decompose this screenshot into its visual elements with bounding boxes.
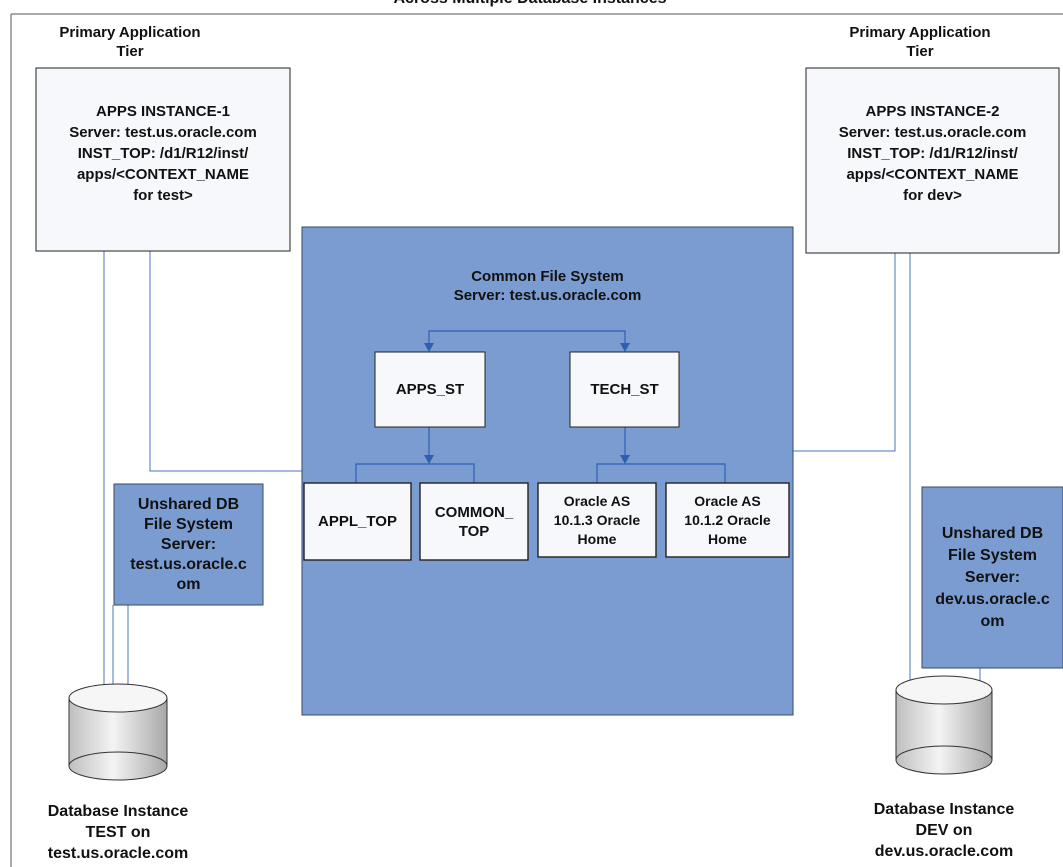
db-right-label: Database Instance DEV on dev.us.oracle.c… [873,800,1015,860]
connector-title-split [428,330,626,348]
oracle-as-1013-box [537,482,657,558]
diagram-title: Across Multiple Database Instances [250,0,810,8]
connector-right-instance-common [793,253,896,452]
apps-st-box [374,351,486,428]
apps-instance-1-text: APPS INSTANCE-1 Server: test.us.oracle.c… [69,102,257,204]
oracle-as-1012-box [665,482,790,558]
apps-instance-1-box [35,67,291,252]
tech-st-label: TECH_ST [590,381,659,398]
common-file-system-container [301,226,794,716]
connector-apps-split [355,463,475,483]
apps-st-label: APPS_ST [395,381,465,398]
right-tier-label: Primary Application Tier [849,24,991,60]
unshared-left-box [113,483,264,606]
arrowhead-tech-st [620,343,630,352]
apps-instance-2-text: APPS INSTANCE-2 Server: test.us.oracle.c… [838,102,1027,204]
connector-left-instance-common [149,251,302,472]
apps-instance-2-box [805,67,1060,254]
common-file-system-title: Common File System Server: test.us.oracl… [453,268,642,304]
arrowhead-apps-st-down [424,455,434,464]
unshared-right-label: Unshared DB File System Server: dev.us.o… [935,524,1050,630]
appl-top-label: APPL_TOP [318,513,397,530]
oracle-as-1013-label: Oracle AS 10.1.3 Oracle Home [553,492,641,547]
oracle-as-1012-label: Oracle AS 10.1.2 Oracle Home [684,492,771,547]
tech-st-box [569,351,680,428]
common-top-label: COMMON_ TOP [434,503,514,540]
appl-top-box [303,482,412,561]
arrowhead-tech-st-down [620,455,630,464]
common-top-box [419,482,529,561]
left-tier-label: Primary Application Tier [59,24,201,60]
db-left-label: Database Instance TEST on test.us.oracle… [47,802,189,862]
arrowhead-apps-st [424,343,434,352]
unshared-left-label: Unshared DB File System Server: test.us.… [130,495,247,593]
database-cylinder-left [68,683,168,781]
database-cylinder-right [895,675,993,775]
connector-tech-split [596,463,726,483]
unshared-right-box [921,486,1063,669]
